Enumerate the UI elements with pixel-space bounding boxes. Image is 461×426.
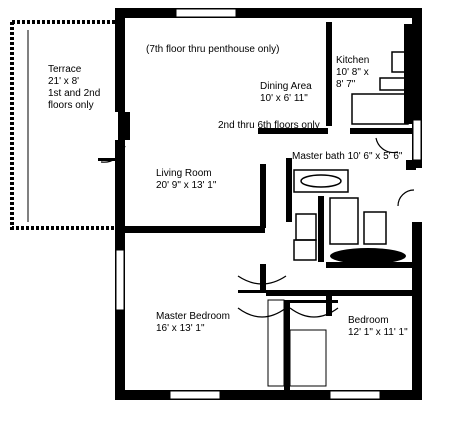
bath-tub-shadow (330, 248, 406, 264)
bedroom-size: 12' 1" x 11' 1" (348, 327, 408, 338)
master-bedroom-name: Master Bedroom (156, 311, 230, 322)
kitchen-size-1: 10' 8" x (336, 67, 369, 78)
living-size: 20' 9" x 13' 1" (156, 180, 217, 191)
dining-name: Dining Area (260, 81, 312, 92)
kitchen-counter (404, 24, 412, 124)
penthouse-note: (7th floor thru penthouse only) (146, 44, 280, 55)
dining-size: 10' x 6' 11" (260, 93, 308, 104)
interior-walls (120, 22, 416, 390)
kitchen-name: Kitchen (336, 55, 370, 66)
kitchen-size-2: 8' 7" (336, 79, 356, 90)
living-name: Living Room (156, 168, 212, 179)
bath-floor (326, 262, 412, 268)
terrace-size: 21' x 8' (48, 76, 80, 87)
master-bath-size: 10' 6" x 5' 6" (347, 151, 403, 162)
terrace-note-1: 1st and 2nd (48, 88, 101, 99)
bath-partition (318, 196, 324, 262)
terrace-outline (10, 20, 120, 230)
bath-fixtures (293, 169, 387, 261)
terrace-note-2: floors only (48, 100, 94, 111)
windows (115, 8, 422, 400)
terrace-name: Terrace (48, 64, 82, 75)
closets (267, 299, 327, 387)
master-bath-label: Master bath 10' 6" x 5' 6" (292, 151, 402, 162)
master-bath-name: Master bath (292, 151, 345, 162)
doors (98, 158, 338, 303)
bedroom-name: Bedroom (348, 315, 389, 326)
master-bedroom-size: 16' x 13' 1" (156, 323, 205, 334)
floors-note: 2nd thru 6th floors only (218, 120, 320, 131)
